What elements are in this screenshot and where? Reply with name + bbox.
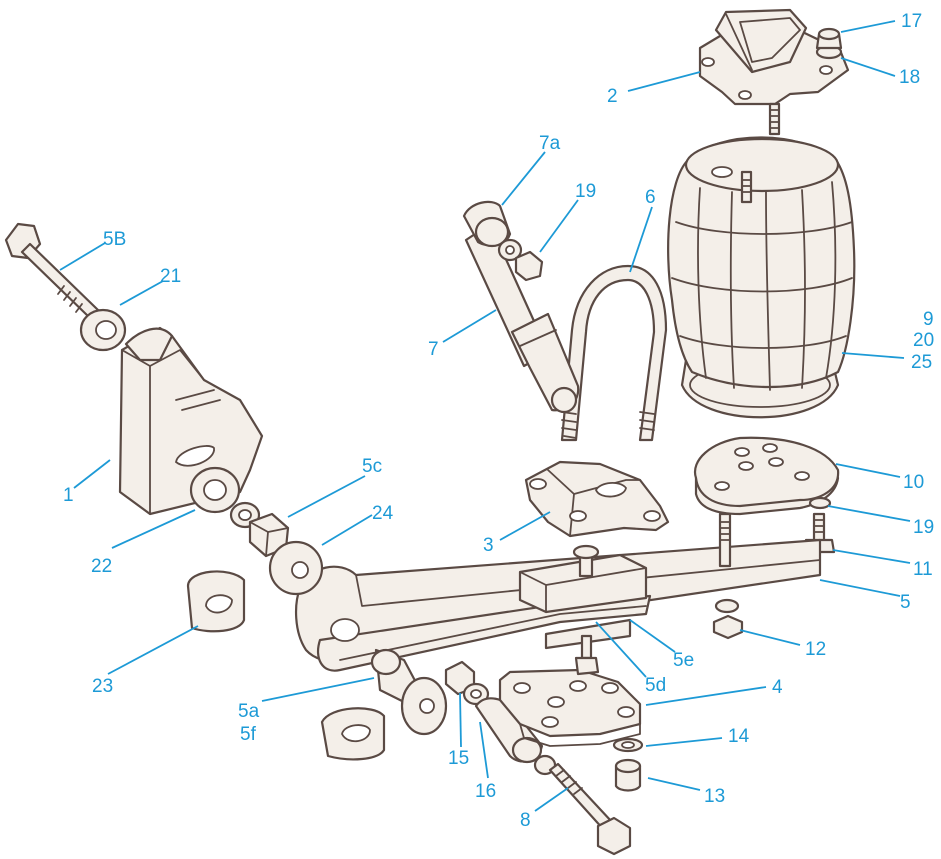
callout-6: 6 <box>645 187 656 208</box>
shock-absorber <box>464 222 580 414</box>
callout-5a: 5a <box>238 701 260 722</box>
shock-washer-nut <box>497 238 544 282</box>
nut-17-washer-18 <box>815 27 843 60</box>
callout-labels: 17 18 2 7a 19 6 5B 21 7 9 20 25 10 1 5c … <box>63 11 934 831</box>
callout-19-upper: 19 <box>575 181 596 202</box>
u-bolt <box>560 264 668 442</box>
air-spring-lower-plate <box>693 436 840 516</box>
leaf-spring <box>294 538 822 672</box>
callout-2: 2 <box>607 86 618 107</box>
callout-25: 25 <box>911 352 932 373</box>
eccentric-washer <box>400 676 448 736</box>
axle-seat <box>524 460 670 538</box>
callout-3: 3 <box>483 535 494 556</box>
callout-5d: 5d <box>645 675 666 696</box>
callout-23: 23 <box>92 676 113 697</box>
callout-9: 9 <box>923 309 934 330</box>
callout-5c: 5c <box>362 456 382 477</box>
nut-12 <box>712 598 744 640</box>
washer-22 <box>189 466 241 514</box>
callout-20: 20 <box>913 330 934 351</box>
spacer-13 <box>614 758 642 792</box>
callout-5e: 5e <box>673 650 694 671</box>
callout-24: 24 <box>372 503 394 524</box>
bolt-8 <box>548 762 632 856</box>
callout-15: 15 <box>448 748 469 769</box>
leader-lines <box>59 20 911 812</box>
air-spring <box>667 136 856 419</box>
washer-24 <box>268 540 324 596</box>
callout-22: 22 <box>91 556 112 577</box>
washer-21 <box>79 308 127 352</box>
callout-1: 1 <box>63 485 74 506</box>
callout-18: 18 <box>899 67 920 88</box>
callout-10: 10 <box>903 472 924 493</box>
callout-11: 11 <box>913 559 933 580</box>
nut-15 <box>444 660 490 706</box>
callout-17: 17 <box>901 11 922 32</box>
callout-21: 21 <box>160 266 181 287</box>
callout-5: 5 <box>900 592 911 613</box>
lower-axle-plate <box>498 656 642 747</box>
cam-plate-lower <box>320 707 386 761</box>
callout-7a: 7a <box>539 133 561 154</box>
bolt-5b <box>4 222 100 320</box>
callout-14: 14 <box>728 726 750 747</box>
callout-4: 4 <box>772 677 783 698</box>
nut-5c <box>248 512 290 558</box>
callout-7: 7 <box>428 339 439 360</box>
callout-8: 8 <box>520 810 531 831</box>
callout-5B: 5B <box>103 229 126 250</box>
callout-5f: 5f <box>240 724 257 745</box>
shock-bushing-7a <box>462 200 512 248</box>
cam-plate-23 <box>186 570 246 633</box>
frame-hanger-bracket <box>118 326 264 516</box>
callout-12: 12 <box>805 639 826 660</box>
callout-19-right: 19 <box>913 517 934 538</box>
center-stud <box>718 512 732 568</box>
upper-mount-bracket <box>698 8 850 136</box>
callout-13: 13 <box>704 786 725 807</box>
callout-16: 16 <box>475 781 496 802</box>
washer-14 <box>612 737 644 753</box>
